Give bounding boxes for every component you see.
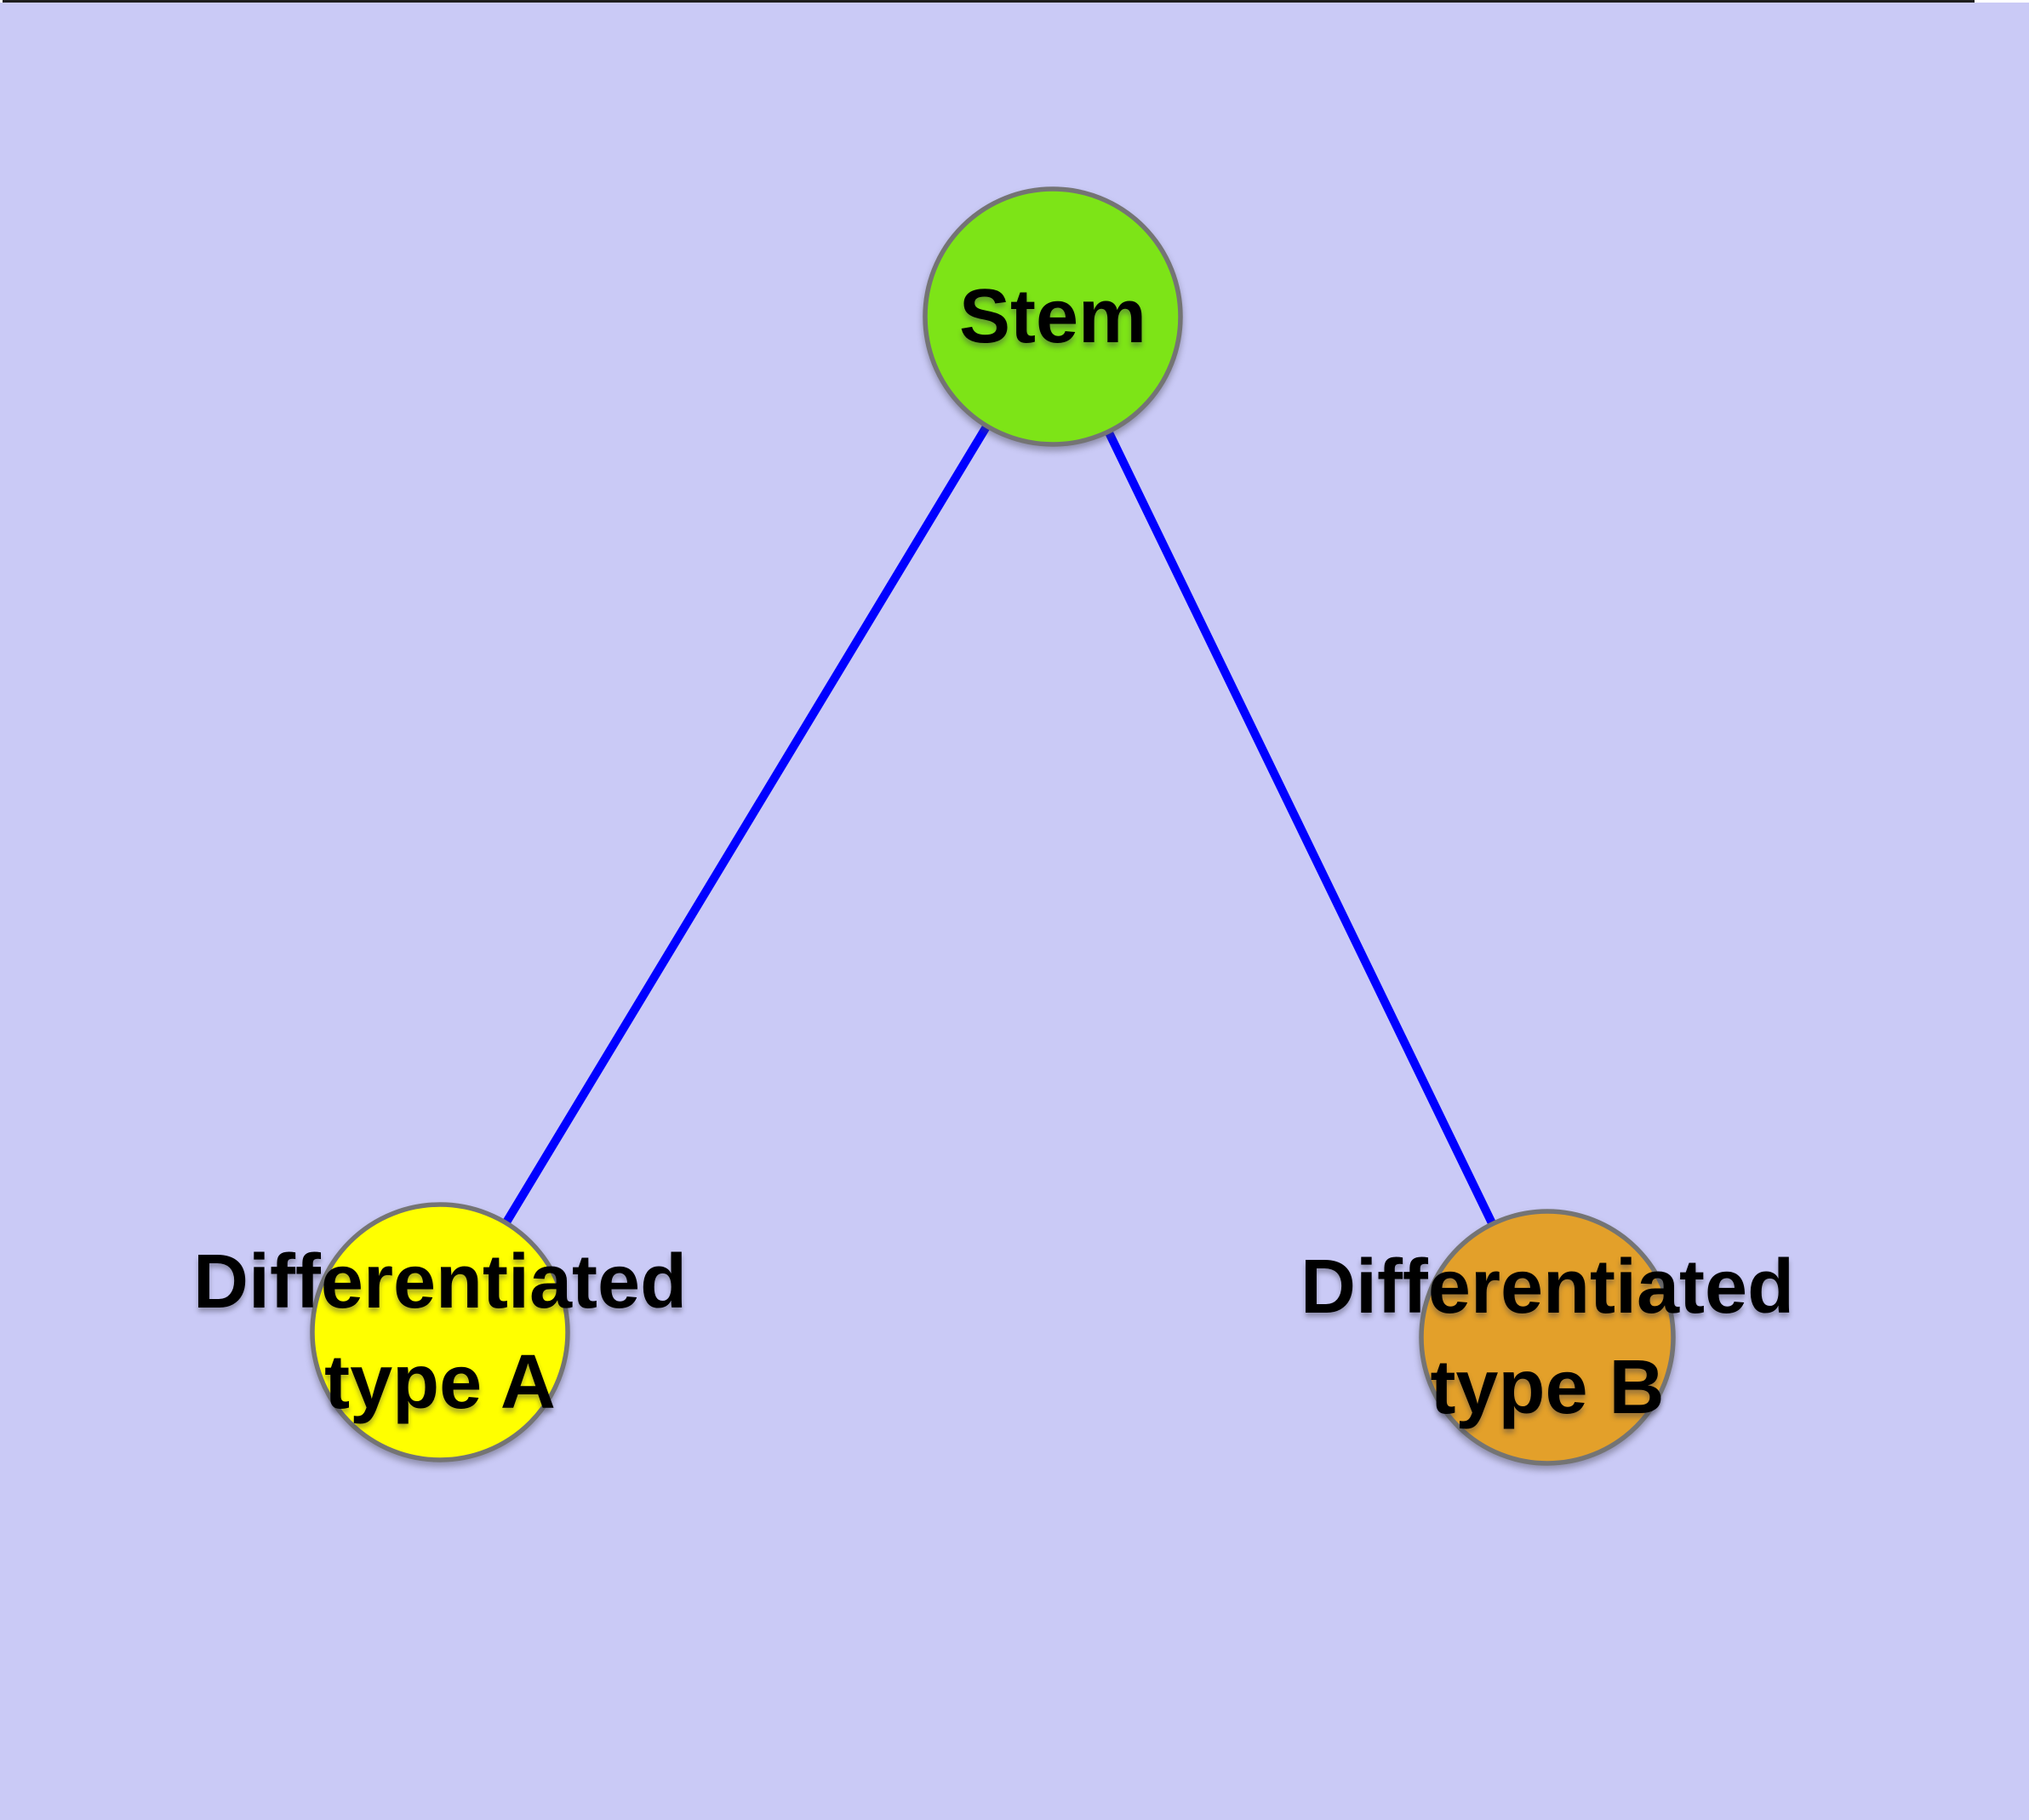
node-differentiated-type-b: [1419, 1209, 1676, 1466]
window-top-edge: [0, 0, 2029, 3]
edge-stem-to-type-b: [1049, 314, 1552, 1340]
edge-stem-to-type-a: [436, 314, 1057, 1335]
window-top-edge-line: [3, 0, 1975, 3]
node-differentiated-type-a: [310, 1202, 570, 1462]
node-stem: [923, 186, 1183, 447]
